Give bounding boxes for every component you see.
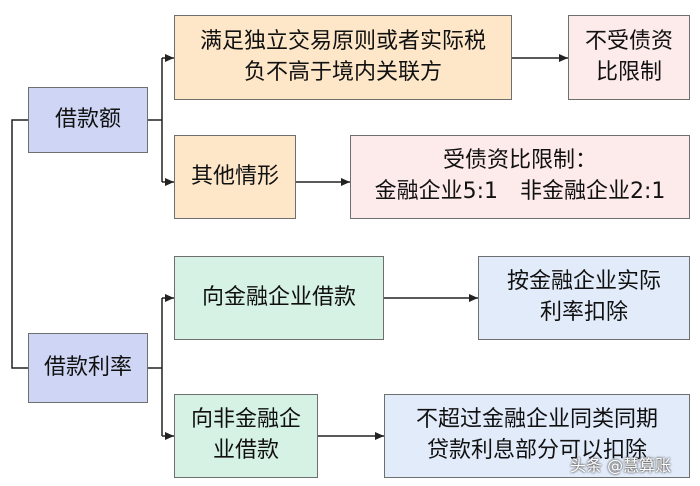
node-jiekuan-lilv-label: 借款利率	[43, 354, 132, 380]
node-jiekuan-e: 借款额	[28, 87, 148, 153]
node-financial-actual-line1: 按金融企业实际	[506, 269, 661, 295]
node-not-exceed-line2: 贷款利息部分可以扣除	[426, 438, 647, 463]
node-from-financial: 向金融企业借款	[174, 256, 384, 340]
node-financial-actual-line2: 利率扣除	[539, 300, 628, 325]
root-trunk	[11, 119, 28, 369]
node-jiekuan-lilv: 借款利率	[28, 333, 148, 403]
node-no-limit: 不受债资 比限制	[568, 15, 690, 100]
node-condition-line2: 负不高于境内关联方	[243, 59, 442, 85]
node-financial-actual: 按金融企业实际 利率扣除	[478, 256, 690, 340]
branch-jiekuan-lilv	[148, 298, 163, 436]
node-other-case-label: 其他情形	[190, 163, 279, 189]
node-other-case: 其他情形	[174, 135, 296, 219]
node-from-nonfinancial-line2: 业借款	[212, 438, 279, 463]
node-from-nonfinancial-line1: 向非金融企	[190, 407, 301, 433]
node-not-exceed: 不超过金融企业同类同期 贷款利息部分可以扣除	[384, 394, 690, 478]
node-limit: 受债资比限制： 金融企业5:1 非金融企业2:1	[350, 135, 690, 219]
node-from-nonfinancial: 向非金融企 业借款	[174, 394, 318, 478]
watermark: 头条 @慧算账	[570, 456, 672, 475]
node-jiekuan-e-label: 借款额	[54, 106, 121, 132]
node-from-financial-label: 向金融企业借款	[201, 284, 356, 310]
node-condition-line1: 满足独立交易原则或者实际税	[199, 28, 486, 54]
node-no-limit-line1: 不受债资	[584, 28, 673, 54]
node-not-exceed-line1: 不超过金融企业同类同期	[415, 407, 658, 433]
node-condition-independent: 满足独立交易原则或者实际税 负不高于境内关联方	[174, 15, 512, 100]
node-no-limit-line2: 比限制	[595, 59, 662, 85]
node-limit-line2: 金融企业5:1 非金融企业2:1	[374, 179, 666, 204]
branch-jiekuan-e	[148, 58, 163, 182]
node-limit-line1: 受债资比限制：	[442, 148, 597, 174]
